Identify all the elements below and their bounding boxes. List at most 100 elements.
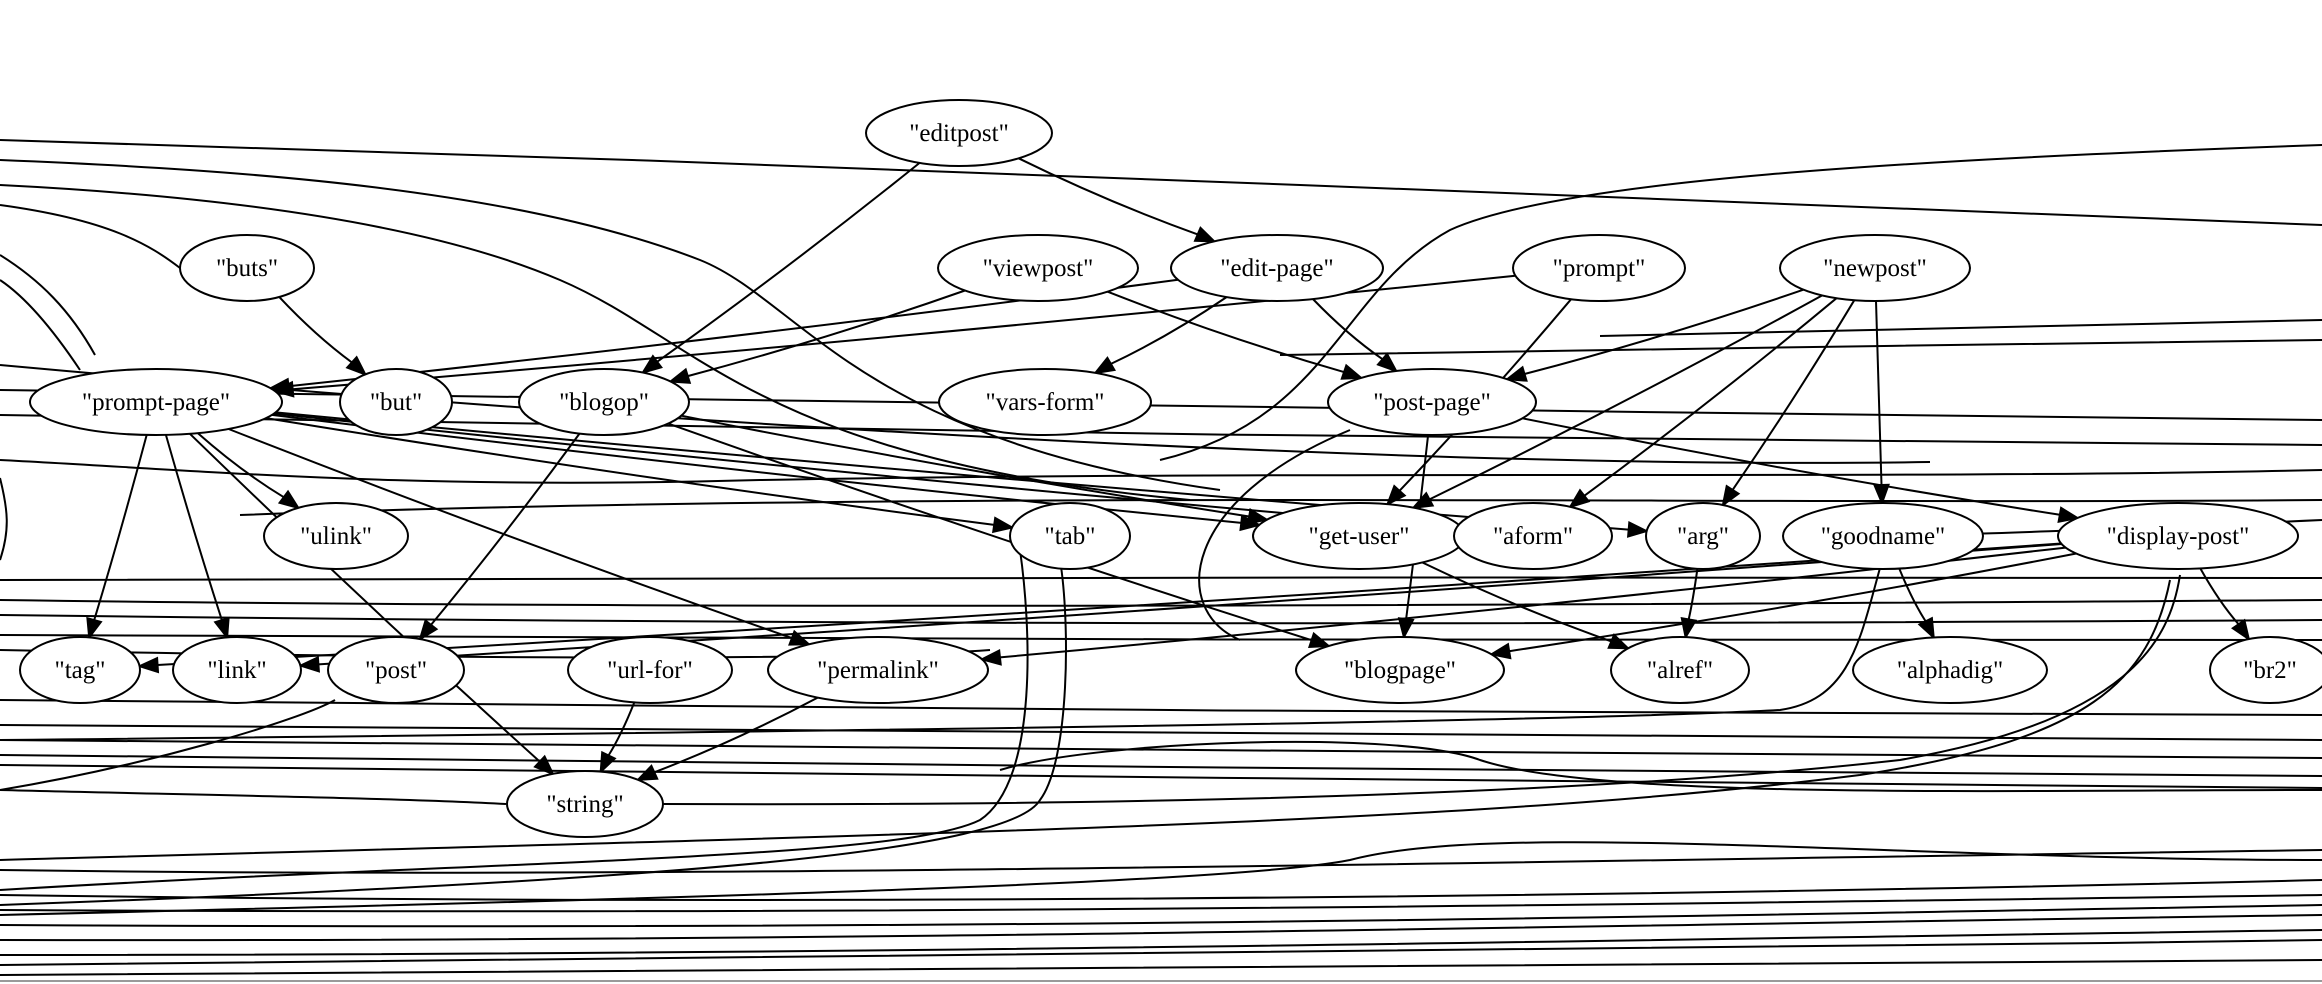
- edge-blogop-to-post: [418, 433, 581, 642]
- offscreen-edge-line: [0, 914, 2322, 942]
- arrowhead-icon: [1680, 616, 1698, 640]
- node-ellipse: [2057, 502, 2299, 570]
- node-ellipse: [179, 234, 315, 302]
- offscreen-edge-line: [1279, 339, 2322, 356]
- node-blogpage: "blogpage": [1295, 636, 1505, 704]
- edge-prompt-page-to-link: [164, 434, 230, 641]
- node-url-for: "url-for": [567, 636, 733, 704]
- edge-line: [189, 433, 541, 763]
- edge-viewpost-to-blogop: [667, 289, 966, 384]
- node-label: "blogpage": [1344, 657, 1456, 684]
- node-ellipse: [937, 234, 1139, 302]
- edge-display-post-to-link: [297, 543, 2062, 673]
- offscreen-edge-line: [0, 567, 1881, 741]
- node-label: "buts": [216, 255, 278, 282]
- arrowhead-icon: [136, 656, 160, 674]
- node-ellipse: [327, 636, 465, 704]
- arrowhead-icon: [1626, 521, 1650, 538]
- offscreen-edge-line: [0, 254, 96, 356]
- edge-line: [1508, 552, 2077, 653]
- node-alphadig: "alphadig": [1852, 636, 2048, 704]
- node-post: "post": [327, 636, 465, 704]
- offscreen-edge-line: [662, 574, 2181, 806]
- arrowhead-icon: [1397, 617, 1415, 640]
- node-edit-page: "edit-page": [1170, 234, 1384, 302]
- offscreen-edge-line: [0, 764, 2322, 789]
- node-vars-form: "vars-form": [938, 368, 1152, 436]
- node-tab: "tab": [1009, 502, 1131, 570]
- arrowhead-icon: [979, 648, 1002, 666]
- node-label: "alref": [1647, 657, 1713, 684]
- offscreen-edge-line: [0, 576, 2322, 581]
- offscreen-edge-line: [0, 959, 2322, 976]
- edge-line: [1583, 297, 1838, 497]
- edge-goodname-to-alphadig: [1898, 568, 1935, 640]
- node-post-page: "post-page": [1327, 368, 1537, 436]
- node-label: "display-post": [2107, 523, 2250, 550]
- edge-line: [653, 696, 819, 774]
- edge-newpost-to-post-page: [1504, 288, 1804, 382]
- node-label: "edit-page": [1220, 255, 1333, 282]
- arrowhead-icon: [1246, 507, 1270, 525]
- offscreen-edge-line: [0, 754, 2322, 777]
- node-ellipse: [339, 368, 453, 436]
- node-label: "get-user": [1309, 523, 1410, 550]
- node-newpost: "newpost": [1779, 234, 1971, 302]
- edge-url-for-to-string: [599, 702, 636, 775]
- node-label: "permalink": [817, 657, 939, 684]
- offscreen-edge-line: [0, 739, 2322, 759]
- node-label: "post-page": [1373, 389, 1491, 416]
- node-label: "prompt": [1553, 255, 1646, 282]
- offscreen-edge-line: [0, 929, 2322, 956]
- edge-line: [1421, 561, 1612, 643]
- offscreen-edge-line: [0, 614, 2322, 625]
- edge-line: [1018, 157, 1199, 236]
- node-prompt-page: "prompt-page": [29, 368, 283, 436]
- offscreen-edge-line: [0, 184, 1191, 501]
- node-label: "link": [207, 657, 266, 684]
- offscreen-edge-line: [0, 549, 1029, 891]
- offscreen-edge-line: [1159, 144, 2322, 461]
- offscreen-edge-line: [0, 459, 2322, 484]
- node-label: "aform": [1493, 523, 1573, 550]
- edge-prompt-page-to-tag: [86, 434, 148, 641]
- node-label: "tag": [55, 657, 106, 684]
- arrowhead-icon: [1376, 352, 1399, 373]
- offscreen-edge-line: [0, 724, 2322, 741]
- arrowhead-icon: [1721, 484, 1741, 508]
- edge-line: [197, 432, 285, 499]
- arrowhead-icon: [599, 750, 617, 775]
- offscreen-edge-line: [999, 740, 2322, 793]
- node-ellipse: [567, 636, 733, 704]
- arrowhead-icon: [2057, 506, 2081, 523]
- offscreen-edge-line: [0, 841, 2322, 916]
- edge-prompt-page-to-string: [189, 433, 555, 776]
- edge-blogop-to-blogpage: [667, 422, 1332, 648]
- edge-prompt-page-to-ulink: [197, 432, 301, 510]
- node-get-user: "get-user": [1252, 502, 1466, 570]
- node-label: "tab": [1045, 523, 1096, 550]
- arrowhead-icon: [272, 380, 295, 398]
- arrowhead-icon: [86, 616, 103, 641]
- edge-line: [1522, 417, 2060, 516]
- node-ellipse: [518, 368, 690, 436]
- edge-line: [273, 412, 1439, 528]
- offscreen-edge-line: [0, 579, 2171, 861]
- offscreen-edge-line: [0, 699, 336, 791]
- node-label: "prompt-page": [82, 389, 230, 416]
- offscreen-edge-line: [0, 789, 507, 805]
- node-but: "but": [339, 368, 453, 436]
- node-editpost: "editpost": [865, 99, 1053, 167]
- node-label: "but": [370, 389, 422, 416]
- arrowhead-icon: [418, 618, 439, 642]
- node-ellipse: [29, 368, 283, 436]
- edge-display-post-to-blogpage: [1488, 552, 2077, 660]
- node-link: "link": [172, 636, 302, 704]
- edge-line: [1731, 299, 1856, 491]
- arrowhead-icon: [992, 516, 1015, 534]
- node-label: "br2": [2243, 657, 2297, 684]
- offscreen-edge-line: [1599, 319, 2322, 337]
- node-permalink: "permalink": [767, 636, 989, 704]
- edge-newpost-to-goodname: [1873, 300, 1890, 506]
